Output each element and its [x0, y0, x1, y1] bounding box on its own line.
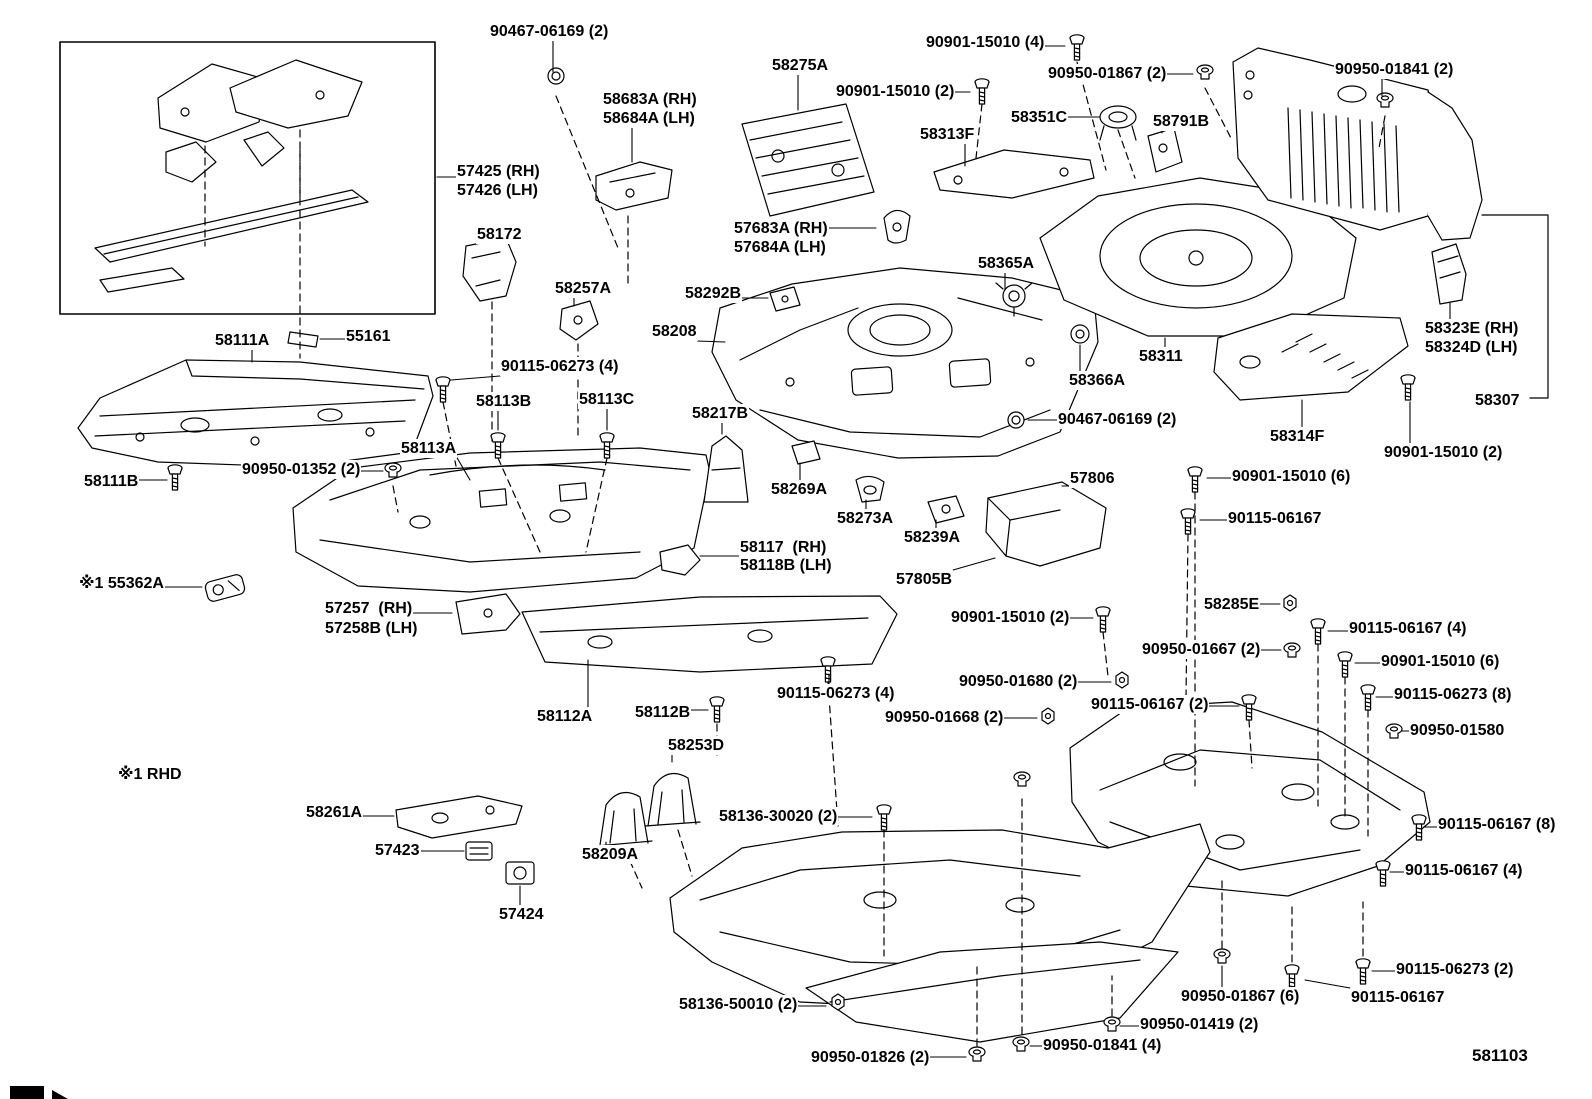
front-crossmember-inset-drawing: [59, 41, 436, 315]
grommet-icon: [1196, 64, 1214, 80]
nut-icon: [547, 67, 565, 85]
diagram-number: 581103: [1472, 1046, 1528, 1065]
bolt-icon: [1310, 618, 1326, 645]
bolt-icon: [709, 696, 725, 723]
grommet-icon: [1213, 948, 1231, 964]
center-floor-pan-drawing: [292, 447, 711, 593]
grommet-icon: [1013, 771, 1031, 787]
bolt-icon: [1180, 508, 1196, 535]
lower-center-pan-drawing: [669, 823, 1211, 1043]
grommet-icon: [1103, 1016, 1121, 1032]
cropped-logo-mark: [10, 1086, 68, 1099]
bolt-icon: [1095, 606, 1111, 633]
grommet-icon: [1283, 642, 1301, 658]
clip-icon: [831, 993, 845, 1011]
grommet-icon: [1385, 723, 1403, 739]
bolt-icon: [820, 656, 836, 683]
leader-line: [696, 340, 726, 343]
bolt-icon: [1355, 958, 1371, 985]
bolt-icon: [1400, 374, 1416, 401]
leader-line: [952, 557, 996, 571]
nut-icon: [1007, 411, 1025, 429]
small-parts-drawing: [204, 105, 1183, 885]
bolt-icon: [1375, 860, 1391, 887]
clip-icon: [1283, 594, 1297, 612]
bolt-icon: [974, 78, 990, 105]
grommet-icon: [968, 1046, 986, 1062]
brace-58275A-drawing: [741, 103, 875, 217]
rear-lower-panel-drawing: [1213, 313, 1409, 401]
bolt-icon: [1069, 34, 1085, 61]
bolt-icon: [1284, 964, 1300, 991]
leader-lines-layer: [138, 40, 1451, 1058]
bolt-icon: [876, 804, 892, 831]
bolt-icon: [167, 464, 183, 491]
leader-line: [450, 375, 501, 381]
rear-floor-pan-drawing: [711, 267, 1099, 459]
bracket-57806-drawing: [985, 481, 1107, 567]
grommet-icon: [1012, 1036, 1030, 1052]
leader-line: [1304, 979, 1351, 989]
clip-icon: [1115, 671, 1129, 689]
front-floor-pan-drawing: [77, 359, 434, 468]
bolt-icon: [435, 376, 451, 403]
bolt-icon: [1187, 466, 1203, 493]
leader-line: [456, 457, 471, 481]
spare-wheel-well-drawing: [1039, 177, 1357, 337]
clip-icon: [1041, 707, 1055, 725]
bolt-icon: [1360, 684, 1376, 711]
front-under-cover-drawing: [521, 595, 898, 673]
bolt-icon: [1337, 651, 1353, 678]
